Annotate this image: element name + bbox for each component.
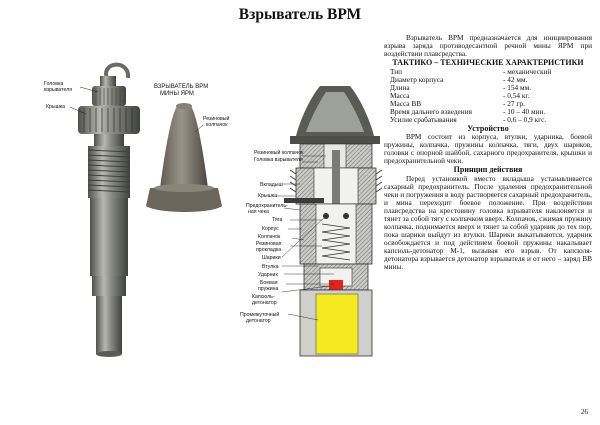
- detonator-cap-red: [329, 280, 343, 292]
- dlabel-gasket-2: прокладка: [256, 247, 281, 253]
- dlabel-spring-1: Боевая: [260, 280, 278, 286]
- dlabel-balls: Шарики: [262, 255, 281, 261]
- tth-heading: ТАКТИКО – ТЕХНИЧЕСКИЕ ХАРАКТЕРИСТИКИ: [392, 58, 584, 68]
- dlabel-body: Корпус: [262, 226, 279, 232]
- page-number: 26: [580, 408, 588, 416]
- dlabel-striker: Ударник: [258, 272, 278, 278]
- device-heading: Устройство: [467, 123, 509, 133]
- spec-row: Масса ВВ- 27 гр.: [390, 98, 525, 108]
- spec-row: Тип- механический: [390, 66, 552, 76]
- label-rubber-cap-2: колпачок: [206, 122, 228, 128]
- spec-row: Усилие срабатывания- 0,6 – 0,9 кгс.: [390, 114, 547, 124]
- spec-row: Время дальнего взведения- 10 – 40 мин.: [390, 106, 546, 116]
- fuze-illustrations: Головка взрывателя Крышка ВЗРЫВАТЕЛЬ ВРМ…: [44, 62, 383, 357]
- text-column: Взрыватель ВРМ предназначается для иници…: [384, 33, 592, 272]
- spec-list: Тип- механический Диаметр корпуса- 42 мм…: [384, 66, 592, 124]
- dlabel-sleeve: Втулка: [262, 264, 279, 270]
- illustration-area: Головка взрывателя Крышка ВЗРЫВАТЕЛЬ ВРМ…: [0, 28, 390, 425]
- dlabel-booster-2: детонатор: [246, 318, 271, 324]
- booster-yellow: [315, 293, 359, 355]
- spec-row: Диаметр корпуса- 42 мм.: [390, 74, 528, 84]
- label-head-1: Головка: [44, 81, 63, 87]
- page-title: Взрыватель ВРМ: [238, 6, 362, 23]
- photo-caption-1: ВЗРЫВАТЕЛЬ ВРМ: [154, 84, 208, 90]
- label-rubber-cap-1: Резиновый: [203, 115, 230, 122]
- dlabel-cap: Колпачок: [258, 234, 281, 240]
- rubber-cap-photo: [146, 103, 222, 212]
- dlabel-safety-pin-1: Предохранитель-: [246, 203, 288, 209]
- label-cover: Крышка: [46, 104, 65, 110]
- intro-paragraph: Взрыватель ВРМ предназначается для иници…: [384, 33, 592, 59]
- dlabel-gasket-1: Резиновая: [256, 241, 282, 247]
- dlabel-detcap-1: Капсюль-: [252, 294, 275, 300]
- cross-section-diagram: [276, 86, 383, 357]
- dlabel-spring-2: пружина: [258, 286, 279, 292]
- dlabel-rubber-cap: Резиновый колпачок: [254, 149, 304, 156]
- fuze-photo: [69, 62, 140, 357]
- dlabel-fuze-head: Головка взрывателя: [254, 157, 303, 163]
- device-paragraph: ВРМ состоит из корпуса, втулки, ударника…: [384, 132, 592, 166]
- spec-row: Масса- 0,54 кг.: [390, 90, 530, 100]
- spec-row: Длина- 154 мм.: [390, 82, 532, 92]
- dlabel-rod: Тяга: [272, 217, 282, 223]
- photo-caption-2: МИНЫ ЯРМ: [160, 91, 194, 97]
- dlabel-cover: Крышка: [258, 193, 277, 199]
- dlabel-safety-pin-2: ная чека: [248, 209, 269, 215]
- principle-heading: Принцип действия: [453, 165, 523, 175]
- label-head-2: взрывателя: [44, 87, 72, 93]
- dlabel-detcap-2: детонатор: [252, 300, 277, 306]
- dlabel-booster-1: Промежуточный: [240, 311, 279, 318]
- dlabel-insert: Вкладыш: [260, 182, 283, 188]
- principle-paragraph: Перед установкой вместо вкладыша устанав…: [384, 173, 592, 272]
